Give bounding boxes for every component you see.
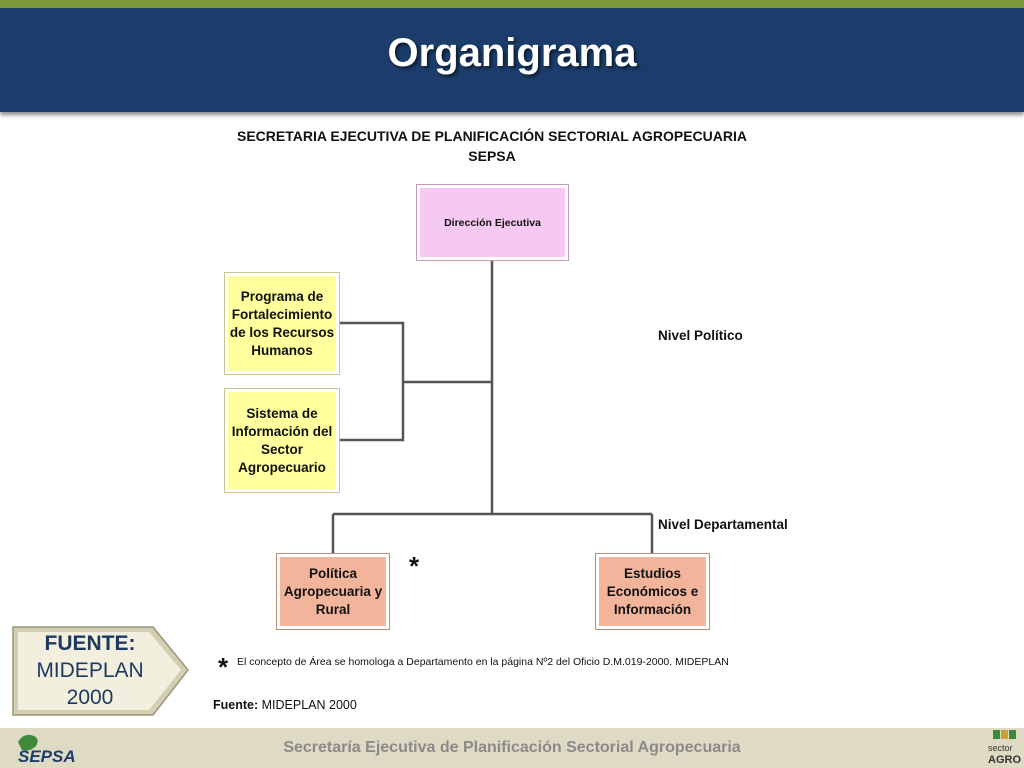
- diagram-heading: SECRETARIA EJECUTIVA DE PLANIFICACIÓN SE…: [200, 126, 784, 166]
- node-sistema-informacion-label: Sistema de Información del Sector Agrope…: [231, 405, 333, 475]
- node-sistema-informacion: Sistema de Información del Sector Agrope…: [224, 388, 340, 493]
- sector-agro-logo-line2: AGRO: [988, 754, 1021, 766]
- footnote-text: El concepto de Área se homologa a Depart…: [237, 656, 729, 668]
- fuente-callout-shape: [12, 626, 189, 716]
- node-programa-fortalecimiento: Programa de Fortalecimiento de los Recur…: [224, 272, 340, 375]
- note-asterisk: *: [218, 652, 229, 682]
- footer-bar: SEPSA Secretaría Ejecutiva de Planificac…: [0, 728, 1024, 768]
- footer-text: Secretaría Ejecutiva de Planificación Se…: [283, 739, 741, 756]
- asterisk-marker: *: [409, 551, 420, 581]
- sepsa-logo-text: SEPSA: [18, 747, 76, 766]
- diagram-heading-line2: SEPSA: [468, 148, 516, 164]
- node-direccion-ejecutiva-label: Dirección Ejecutiva: [444, 216, 541, 229]
- node-direccion-ejecutiva: Dirección Ejecutiva: [416, 184, 569, 261]
- sector-agro-logo-line1: sector: [988, 743, 1013, 753]
- diagram-heading-line1: SECRETARIA EJECUTIVA DE PLANIFICACIÓN SE…: [236, 128, 747, 144]
- fuente-callout-line2: 2000: [66, 686, 114, 709]
- level-label-politico: Nivel Político: [658, 328, 743, 343]
- node-estudios-economicos-label: Estudios Económicos e Información: [606, 565, 699, 617]
- sepsa-logo: SEPSA: [18, 734, 76, 766]
- connector-sistema: [340, 382, 405, 442]
- fuente-callout: FUENTE: MIDEPLAN 2000: [22, 630, 158, 711]
- source-line: Fuente: MIDEPLAN 2000: [213, 698, 357, 712]
- node-estudios-economicos: Estudios Económicos e Información: [595, 553, 710, 630]
- sector-agro-logo: sector AGRO: [988, 730, 1021, 766]
- source-value: MIDEPLAN 2000: [261, 698, 357, 712]
- fuente-callout-heading: FUENTE:: [44, 632, 136, 655]
- page-title: Organigrama: [387, 30, 637, 75]
- level-label-departamental: Nivel Departamental: [658, 517, 788, 532]
- title-banner: Organigrama: [0, 8, 1024, 112]
- fuente-callout-line1: MIDEPLAN: [36, 659, 144, 682]
- node-programa-fortalecimiento-label: Programa de Fortalecimiento de los Recur…: [229, 288, 335, 358]
- source-label: Fuente:: [213, 698, 259, 712]
- connector-programa: [340, 321, 405, 382]
- node-politica-agropecuaria-label: Política Agropecuaria y Rural: [283, 565, 383, 617]
- top-accent-strip: [0, 0, 1024, 8]
- node-politica-agropecuaria: Política Agropecuaria y Rural: [276, 553, 390, 630]
